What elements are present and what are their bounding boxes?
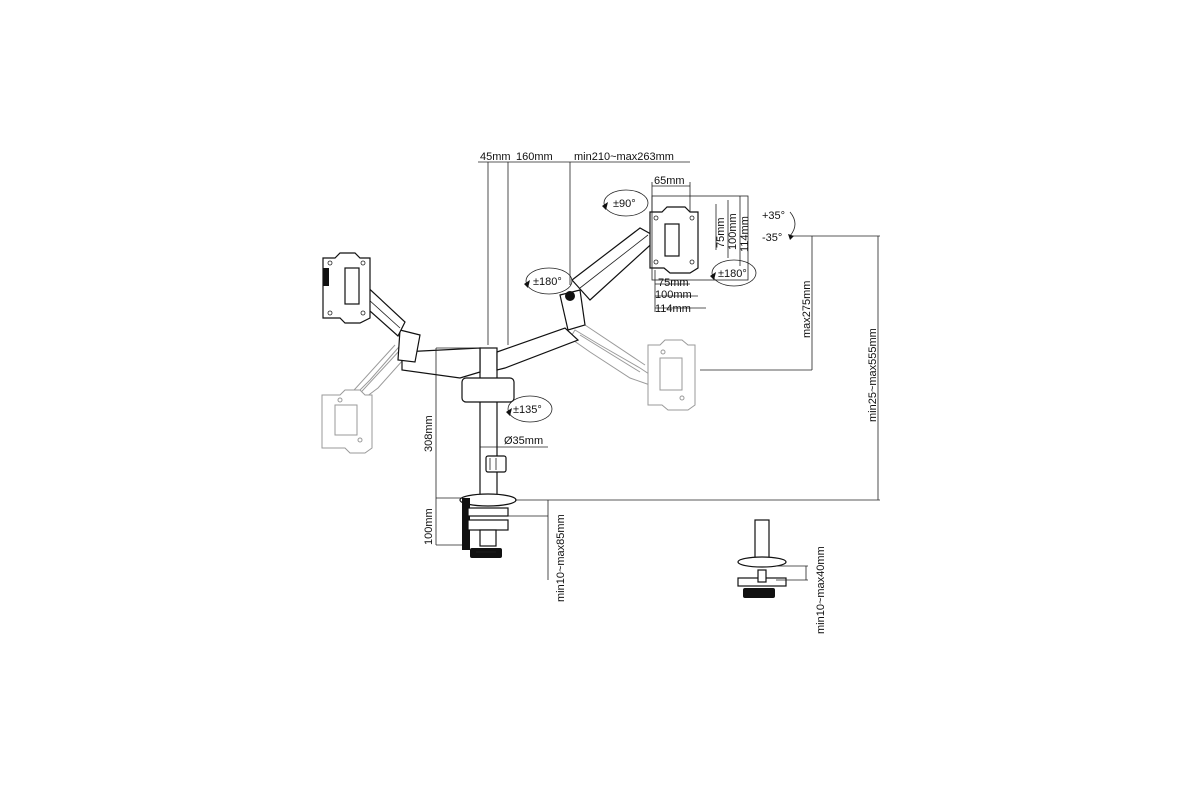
- ghost-right-vesa-plate: [647, 339, 696, 411]
- label-max-lift: max275mm: [801, 281, 813, 338]
- label-vesa-75-h: 75mm: [658, 277, 689, 289]
- label-45mm: 45mm: [480, 151, 511, 163]
- label-pole-diameter: Ø35mm: [504, 435, 543, 447]
- left-vesa-plate: [322, 252, 371, 324]
- grommet-base: [737, 519, 787, 598]
- label-rotate: ±90°: [613, 198, 636, 210]
- label-grommet-range: min10~max40mm: [815, 546, 827, 634]
- label-pole-height: 308mm: [423, 415, 435, 452]
- label-total-height: min25~max555mm: [867, 328, 879, 422]
- label-65mm: 65mm: [654, 175, 685, 187]
- rotation-arrow-rotate: [602, 189, 649, 217]
- label-clamp-height: 100mm: [423, 508, 435, 545]
- label-tilt-down: -35°: [762, 232, 782, 244]
- label-vesa-100-v: 100mm: [727, 213, 739, 250]
- label-vesa-100-h: 100mm: [655, 289, 692, 301]
- ghost-right-arm: [569, 324, 656, 386]
- rotation-arrow-swivel-top: [710, 259, 757, 287]
- dimension-lines: [435, 161, 880, 581]
- desk-clamp: [459, 493, 517, 558]
- rotation-arrow-swivel-left: [524, 267, 573, 295]
- label-vesa-114-v: 114mm: [739, 216, 751, 252]
- label-vesa-75-v: 75mm: [715, 217, 727, 248]
- left-arm: [351, 281, 481, 379]
- ghost-left-vesa-plate: [321, 389, 373, 454]
- rotation-arrow-base-swivel: [506, 395, 553, 423]
- right-vesa-plate: [649, 206, 699, 274]
- right-arm: [496, 227, 660, 371]
- label-base-swivel: ±135°: [513, 404, 542, 416]
- label-tilt-up: +35°: [762, 210, 785, 222]
- label-clamp-range: min10~max85mm: [555, 514, 567, 602]
- label-swivel-left: ±180°: [533, 276, 562, 288]
- label-160mm: 160mm: [516, 151, 553, 163]
- label-arm-extent: min210~max263mm: [574, 151, 674, 163]
- vesa-dimension-lines: [651, 195, 749, 312]
- label-swivel-top: ±180°: [718, 268, 747, 280]
- tilt-arrow: [788, 211, 796, 240]
- label-vesa-114-h: 114mm: [655, 303, 691, 315]
